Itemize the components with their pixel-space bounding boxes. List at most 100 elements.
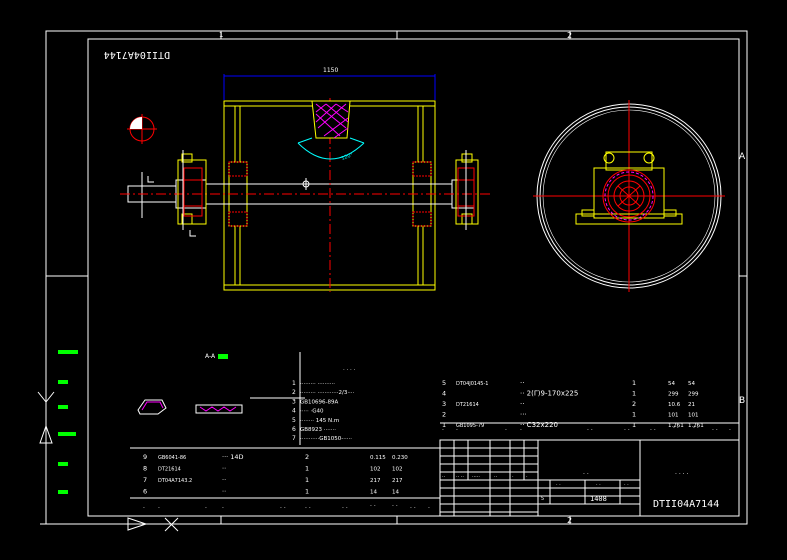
drawing-code: DTII04A7144 — [653, 499, 719, 510]
grid-bottom-2: 2 — [567, 516, 572, 525]
bom-row-weight-total: 1.261 — [688, 423, 704, 429]
bom-row-code: DT04J0145-1 — [456, 381, 488, 387]
drum-end-view — [533, 100, 725, 292]
bom-row-code: DT21614 — [456, 402, 479, 408]
svg-text:·: · — [456, 427, 458, 434]
bom-row-code: DT04A7143.2 — [158, 478, 192, 484]
svg-text:· · · ·: · · · · — [343, 367, 355, 373]
bom-row-weight-unit: 54 — [668, 381, 675, 387]
bom-row-code: GB6041-86 — [158, 455, 186, 461]
svg-text:· ·: · · — [587, 427, 593, 434]
section-mark — [127, 114, 157, 144]
svg-text:· ·: · · — [342, 505, 348, 512]
tech-note-number: 2 — [292, 389, 296, 396]
bom-row-weight-unit: 217 — [370, 478, 381, 484]
bom-row-name: ·· 2(Γ)9-170x225 — [520, 390, 578, 398]
svg-text:·: · — [428, 505, 430, 512]
svg-text:·: · — [505, 427, 507, 434]
svg-text:·: · — [158, 505, 160, 512]
bom-row-weight-total: 102 — [392, 467, 403, 473]
section-a-a-view: A-A — [137, 352, 305, 445]
svg-text:··: ·· — [494, 474, 498, 480]
bom-row-code: DT21614 — [158, 467, 181, 473]
grid-top-1: 1 — [219, 31, 223, 39]
bom-row-weight-total: 217 — [392, 478, 403, 484]
bom-row-name: ·· C32x220 — [520, 421, 558, 429]
tech-note-number: 6 — [292, 426, 296, 433]
title-block-text: · · · · · · ·· ·· ·· ····· ·· · · · · · … — [442, 471, 688, 502]
svg-text:·····: ····· — [472, 474, 480, 480]
title-block — [439, 439, 740, 517]
grid-right-b: B — [739, 396, 745, 406]
svg-text:· ·: · · — [596, 482, 601, 488]
bom-row-number: 8 — [143, 465, 147, 473]
svg-text:· ·: · · — [693, 425, 699, 432]
bom-row-weight-total: 0.230 — [392, 455, 408, 461]
bom-row-number: 9 — [143, 453, 147, 461]
bom-row-name: ·· — [520, 400, 524, 408]
bom-row-weight-unit: 299 — [668, 392, 679, 398]
svg-text:·: · — [222, 505, 224, 512]
tech-note-number: 3 — [292, 398, 296, 405]
svg-text:· ·: · · — [280, 505, 286, 512]
svg-text:120°: 120° — [341, 152, 355, 162]
tech-note-text: ········· ·········· — [300, 381, 335, 387]
svg-text:·: · — [143, 505, 145, 512]
bom-row-weight-unit: 14 — [370, 490, 377, 496]
tech-note-number: 1 — [292, 380, 296, 387]
drum-section-view: 1150 — [120, 67, 490, 292]
bom-row-weight-unit: 102 — [370, 467, 381, 473]
drawing-code-mirrored: DTII04A7144 — [104, 49, 170, 60]
bom-row-name: ·· — [222, 465, 226, 473]
bom-row-number: 7 — [143, 476, 147, 484]
svg-text:· ·: · · — [410, 505, 416, 512]
bom-row-name: ·· — [222, 476, 226, 484]
left-margin-labels — [58, 350, 78, 494]
svg-text:· ·: · · — [624, 482, 629, 488]
bom-row-qty: 1 — [632, 421, 636, 429]
svg-text:· · · ·: · · · · — [675, 471, 688, 478]
bom-row-weight-total: 101 — [688, 413, 699, 419]
svg-text:·: · — [442, 427, 444, 434]
tech-note-text: ········· ············2/3···· — [300, 390, 355, 396]
bom-row-weight-total: 21 — [688, 402, 695, 408]
svg-text:·: · — [729, 427, 731, 434]
bom-row-name: ·· — [520, 379, 524, 387]
svg-text:·: · — [205, 505, 207, 512]
bom-row-number: 3 — [442, 400, 446, 408]
tech-note-number: 7 — [292, 435, 296, 442]
tech-note-text: GB8923 ······· — [300, 427, 336, 433]
svg-text:· ·: · · — [624, 427, 630, 434]
svg-text:· ·: · · — [370, 503, 376, 510]
bom-row-weight-unit: 1.261 — [668, 423, 684, 429]
bom-row-number: 1 — [442, 421, 446, 429]
tech-note-text: GB10696-89A — [300, 399, 339, 405]
grid-top-2: 2 — [567, 31, 572, 40]
bom-row-qty: 2 — [305, 453, 309, 461]
projection-arrows — [37, 391, 179, 532]
svg-text:· ·: · · — [583, 471, 589, 478]
section-label: A-A — [205, 353, 216, 360]
svg-text:· ·: · · — [392, 503, 398, 510]
bom-row-name: ·· — [222, 488, 226, 496]
tech-note-text: ···········GB1050-····· — [300, 436, 352, 442]
bom-row-number: 5 — [442, 379, 446, 387]
bom-row-name: ··· — [520, 411, 527, 419]
bom-row-weight-unit: 0.115 — [370, 455, 386, 461]
bom-row-weight-total: 299 — [688, 392, 699, 398]
scale-label: 1408 — [590, 495, 607, 503]
tech-requirements: · · · · 1 ········· ·········· 2 ········· … — [292, 367, 355, 442]
bom-row-qty: 2 — [632, 400, 636, 408]
bom-row-weight-unit: 101 — [668, 413, 679, 419]
bom-row-qty: 1 — [632, 390, 636, 398]
svg-text:·: · — [526, 474, 528, 480]
tech-note-text: ········ 145 N.m — [300, 418, 339, 424]
bom-row-weight-total: 54 — [688, 381, 695, 387]
grid-right-a: A — [739, 152, 746, 162]
bom-lower-header: · · · · · · · · · · · · · · · · · — [130, 447, 440, 512]
bom-row-qty: 1 — [632, 379, 636, 387]
bom-row-code: GB1095-79 — [456, 423, 484, 429]
